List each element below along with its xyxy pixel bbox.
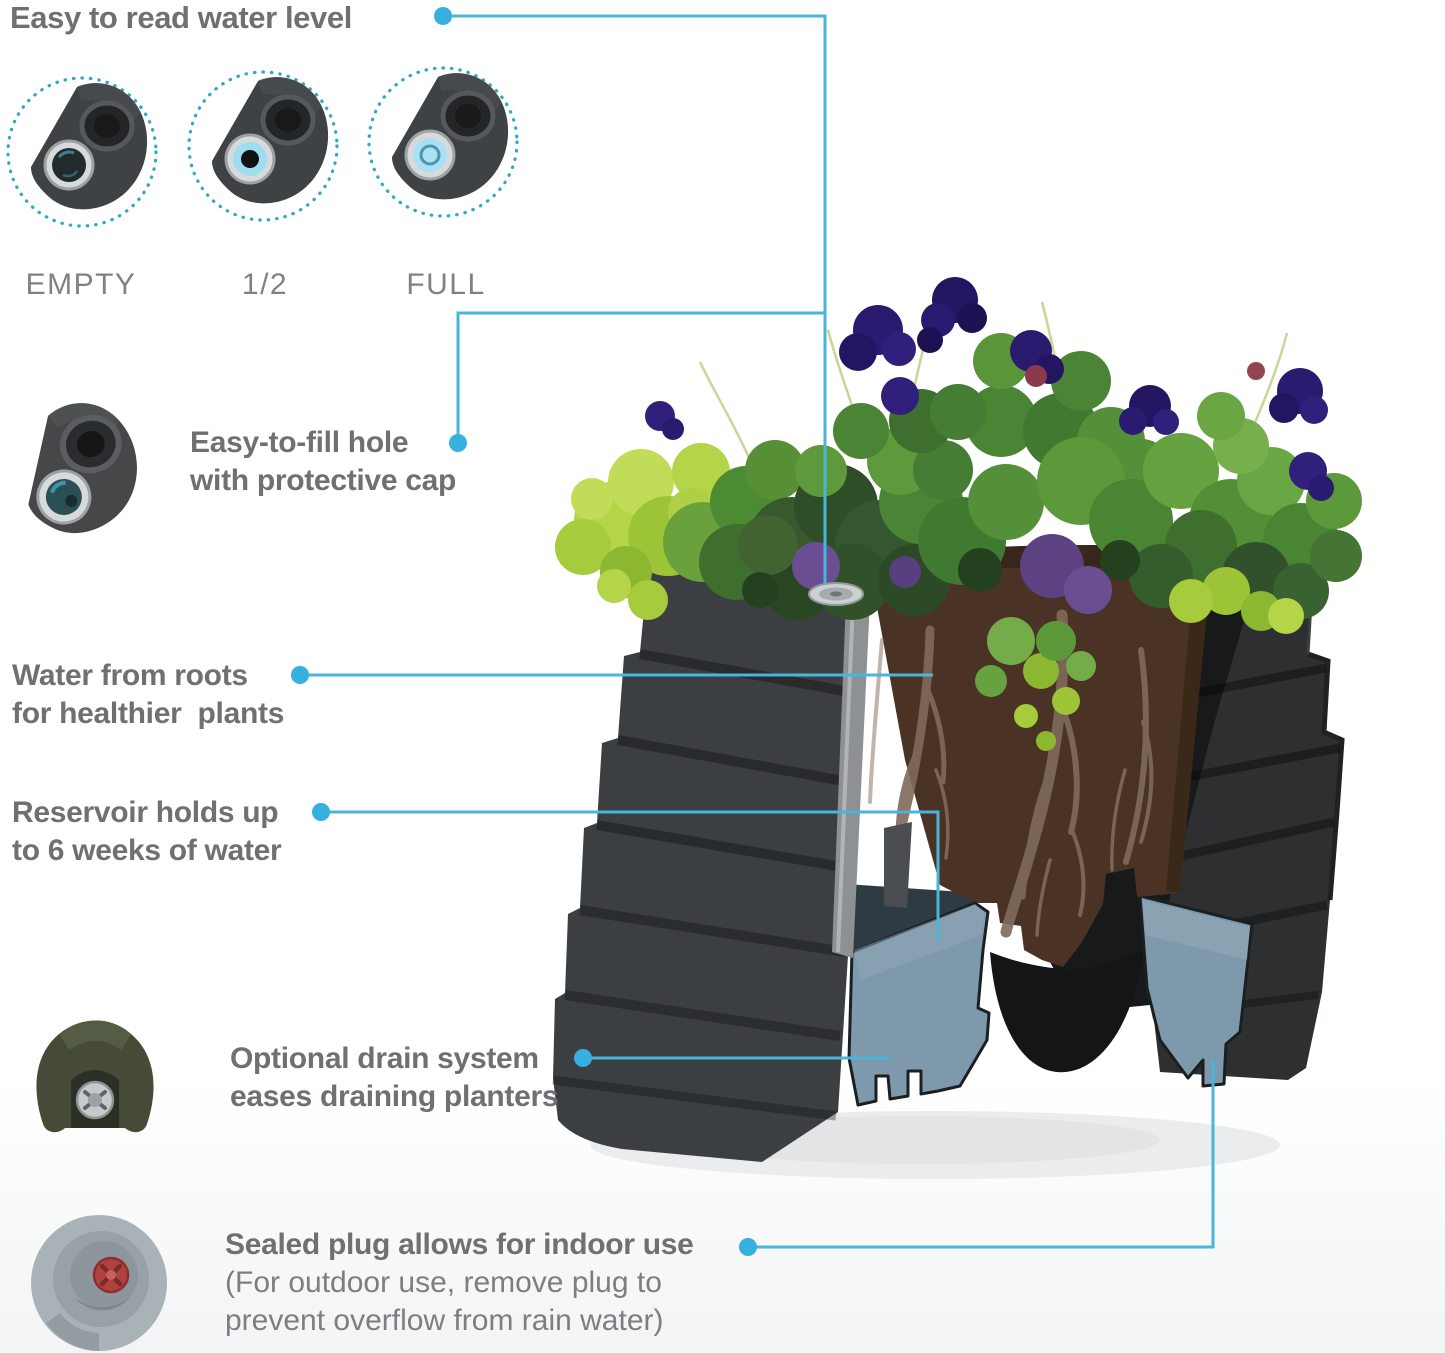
water-level-indicator-half-image bbox=[187, 70, 339, 222]
feature-reservoir: Reservoir holds up to 6 weeks of water bbox=[12, 794, 282, 870]
foliage bbox=[555, 277, 1362, 751]
feature-reservoir-line1: Reservoir holds up bbox=[12, 796, 279, 829]
dotted-ring-icon bbox=[187, 70, 339, 222]
feature-fill-hole-line1: Easy-to-fill hole bbox=[190, 426, 409, 459]
water-level-label-empty: EMPTY bbox=[25, 268, 137, 301]
feature-plug: Sealed plug allows for indoor use (For o… bbox=[225, 1226, 694, 1340]
feature-roots-line2: for healthier plants bbox=[12, 697, 285, 730]
feature-drain-line2: eases draining planters bbox=[230, 1080, 559, 1113]
planter-cutaway-illustration bbox=[552, 277, 1362, 1179]
outer-shell-left bbox=[552, 566, 863, 1162]
drain-arch-shadow bbox=[990, 950, 1143, 1073]
hanging-vines bbox=[975, 617, 1096, 751]
feature-roots: Water from roots for healthier plants bbox=[12, 657, 284, 733]
dotted-ring-icon bbox=[6, 76, 158, 228]
fill-hole-cap-image bbox=[28, 403, 137, 533]
rim-cap bbox=[808, 582, 864, 606]
sealed-plug-image bbox=[31, 1215, 167, 1351]
water-level-label-full: FULL bbox=[406, 268, 486, 301]
dotted-ring-icon bbox=[367, 66, 519, 218]
pansy-flowers bbox=[645, 277, 1334, 501]
reservoir-cross-section-right bbox=[1138, 894, 1254, 1088]
feature-fill-hole-line2: with protective cap bbox=[190, 464, 457, 497]
drain-system-image bbox=[36, 1020, 154, 1133]
feature-plug-line2: (For outdoor use, remove plug to bbox=[225, 1266, 662, 1299]
water-level-label-half: 1/2 bbox=[241, 268, 289, 301]
callout-dot-reservoir bbox=[312, 803, 330, 821]
feature-drain: Optional drain system eases draining pla… bbox=[230, 1040, 559, 1116]
water-level-indicator-empty-image bbox=[6, 76, 158, 228]
callout-dot-water-level bbox=[434, 7, 452, 25]
feature-plug-line3: prevent overflow from rain water) bbox=[225, 1304, 664, 1337]
red-plug bbox=[92, 1256, 130, 1294]
feature-plug-line1: Sealed plug allows for indoor use bbox=[225, 1228, 694, 1261]
feature-reservoir-line2: to 6 weeks of water bbox=[12, 834, 282, 867]
feature-drain-line1: Optional drain system bbox=[230, 1042, 539, 1075]
callout-dot-plug bbox=[739, 1238, 757, 1256]
feature-fill-hole: Easy-to-fill hole with protective cap bbox=[190, 424, 456, 500]
page-title: Easy to read water level bbox=[10, 0, 352, 35]
feature-roots-line1: Water from roots bbox=[12, 659, 248, 692]
callout-dot-roots bbox=[291, 666, 309, 684]
water-level-indicator-full-image bbox=[367, 66, 519, 218]
gauge-full bbox=[413, 138, 447, 172]
